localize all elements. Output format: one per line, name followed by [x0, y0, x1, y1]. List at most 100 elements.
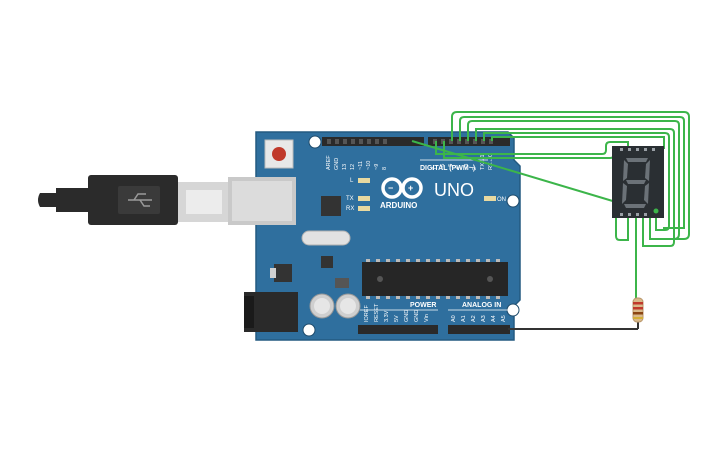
header-pin[interactable]	[375, 139, 379, 144]
pin-label: 2	[472, 167, 478, 170]
analog-title: ANALOG IN	[462, 302, 501, 309]
pin-label: A4	[491, 315, 497, 322]
dc-jack-face	[244, 296, 254, 328]
indicator-tx-led	[358, 196, 370, 201]
pin-label: RX←0	[488, 154, 494, 170]
chip-pin	[466, 259, 470, 262]
header-pin[interactable]	[465, 139, 469, 144]
pin-label: ~6	[440, 164, 446, 170]
chip-pin	[366, 259, 370, 262]
pin-label: GND	[404, 310, 410, 322]
pin-label: 7	[432, 167, 438, 170]
chip-pin	[416, 259, 420, 262]
seven-segment-display[interactable]: 8.	[612, 146, 664, 239]
microcontroller-pins	[366, 259, 500, 299]
header-pin[interactable]	[489, 139, 493, 144]
digital-header-left	[322, 137, 424, 146]
pin-label: Vin	[424, 314, 430, 322]
pin-label: GND	[414, 310, 420, 322]
wire[interactable]	[411, 140, 617, 203]
mounting-hole	[308, 135, 322, 149]
pin-label: 3.3V	[384, 310, 390, 322]
wire[interactable]	[435, 141, 629, 155]
wire[interactable]	[459, 116, 685, 229]
logo-plus: +	[408, 183, 413, 193]
indicator-rx-led	[358, 206, 370, 211]
chip-pin	[446, 296, 450, 299]
chip-pin	[376, 259, 380, 262]
resistor-band	[633, 307, 643, 310]
mounting-hole	[506, 194, 520, 208]
wire[interactable]	[483, 132, 670, 231]
header-pin[interactable]	[481, 139, 485, 144]
header-pin[interactable]	[359, 139, 363, 144]
header-pin[interactable]	[449, 139, 453, 144]
header-pin[interactable]	[351, 139, 355, 144]
chip-pin	[396, 259, 400, 262]
chip-pin	[386, 259, 390, 262]
power-header[interactable]	[358, 325, 438, 334]
usb-plug-metal-inner	[186, 190, 222, 214]
chip-pin	[376, 296, 380, 299]
power-led	[484, 196, 496, 201]
pin-label: A0	[451, 315, 457, 322]
on-label: ON	[497, 197, 506, 203]
pin-label: 4	[456, 167, 462, 170]
chip-pin	[486, 259, 490, 262]
power-title: POWER	[410, 302, 436, 309]
atmega-microcontroller	[362, 262, 508, 296]
chip-pin	[396, 296, 400, 299]
header-pin[interactable]	[367, 139, 371, 144]
chip-notch	[377, 276, 383, 282]
display-bottom-pins	[620, 213, 647, 216]
header-pin[interactable]	[343, 139, 347, 144]
wire[interactable]	[467, 120, 680, 240]
indicator-l-label: L	[350, 178, 354, 184]
analog-header[interactable]	[448, 325, 510, 334]
usb-icon	[128, 193, 152, 207]
crystal-oscillator	[301, 230, 351, 246]
header-pin[interactable]	[335, 139, 339, 144]
pin-label: RESET	[374, 303, 380, 322]
indicator-rx-label: RX	[346, 206, 354, 212]
chip-pin	[476, 259, 480, 262]
header-pin[interactable]	[457, 139, 461, 144]
resistor[interactable]	[632, 297, 644, 323]
pin-label: 5V	[394, 315, 400, 322]
chip-pin	[406, 259, 410, 262]
resistor-band	[633, 317, 643, 319]
pin-label: ~5	[448, 164, 454, 170]
pin-label: ~11	[358, 161, 364, 170]
capacitor-top	[340, 298, 356, 314]
pin-label: ~9	[374, 164, 380, 170]
usb-strain-relief	[56, 188, 88, 212]
wire[interactable]	[451, 111, 690, 240]
indicator-tx-label: TX	[346, 196, 354, 202]
wire[interactable]	[615, 218, 629, 241]
display-decimal-point	[653, 208, 659, 214]
chip-pin	[486, 296, 490, 299]
header-pin[interactable]	[473, 139, 477, 144]
pin-label: 13	[342, 164, 348, 170]
header-pin[interactable]	[327, 139, 331, 144]
chip-pin	[436, 296, 440, 299]
display-segments	[622, 158, 650, 208]
logo-text: ARDUINO	[380, 201, 417, 210]
chip-pin	[466, 296, 470, 299]
chip-dot	[487, 276, 493, 282]
pin-label: A2	[471, 315, 477, 322]
reset-button-cap[interactable]	[272, 147, 286, 161]
capacitor-top	[314, 298, 330, 314]
digital-label: DIGITAL (PWM~)	[420, 165, 475, 172]
pin-label: GND	[334, 158, 340, 170]
arduino-logo-icon	[381, 177, 423, 199]
header-pin[interactable]	[383, 139, 387, 144]
pin-label: 8	[382, 167, 388, 170]
chip-pin	[406, 296, 410, 299]
wire[interactable]	[475, 128, 675, 247]
resistor-band	[633, 302, 643, 305]
mounting-hole	[302, 323, 316, 337]
